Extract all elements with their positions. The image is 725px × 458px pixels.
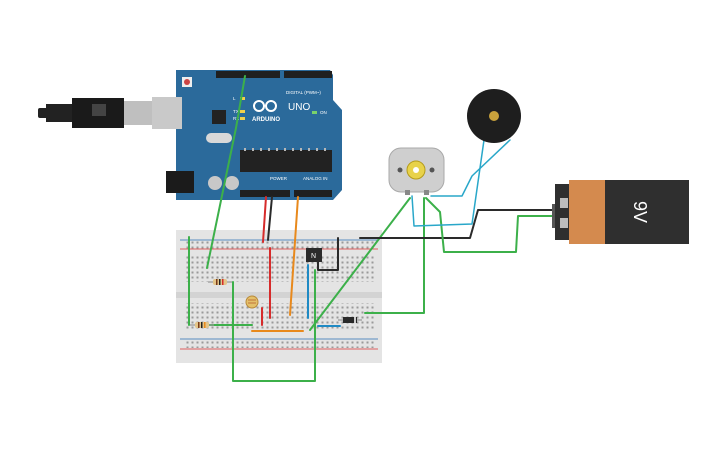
resistor-2[interactable] [190, 322, 214, 328]
microcontroller-chip [240, 150, 332, 172]
analog-header [294, 190, 332, 197]
usb-jack [152, 97, 182, 129]
photoresistor[interactable] [245, 295, 259, 309]
power-header [240, 190, 290, 197]
wire-green-loop[interactable] [232, 269, 316, 382]
battery-9v[interactable]: 9V [552, 180, 689, 244]
wire-black-battery[interactable] [359, 209, 553, 239]
arduino-brand: ARDUINO [252, 117, 280, 123]
resistor-1[interactable] [208, 279, 232, 285]
led-rx-label: RX [233, 116, 239, 121]
wires [188, 75, 553, 382]
arduino-model: UNO [288, 102, 310, 113]
digital-label: DIGITAL (PWM~) [286, 90, 321, 95]
wire-green-diode[interactable] [309, 197, 411, 331]
battery-label: 9V [630, 201, 650, 223]
arduino-logo: ARDUINO [252, 100, 280, 123]
transistor[interactable]: N [306, 248, 322, 262]
wire-black-emitter[interactable] [317, 237, 339, 271]
power-label: POWER [270, 176, 288, 181]
usb-cable [38, 98, 154, 128]
arduino-board[interactable]: DIGITAL (PWM~) POWER ANALOG IN ARDUINO U… [152, 70, 342, 200]
breadboard[interactable] [176, 230, 382, 363]
wire-cyan-buzzer-a[interactable] [411, 139, 485, 227]
transistor-label: N [311, 253, 316, 260]
piezo-buzzer[interactable] [467, 89, 521, 143]
analog-label: ANALOG IN [303, 176, 328, 181]
on-label: ON [320, 110, 327, 115]
wire-red-5v[interactable] [262, 196, 267, 243]
led-l-label: L [233, 96, 236, 101]
led-tx-label: TX [233, 109, 239, 114]
digital-header-right [284, 71, 332, 78]
wire-cyan-buzzer-b[interactable] [430, 139, 511, 197]
dc-motor[interactable] [388, 147, 445, 195]
wire-green-digital[interactable] [206, 75, 246, 269]
wire-orange-a0[interactable] [289, 196, 299, 316]
wire-green-motor[interactable] [364, 197, 425, 314]
power-jack [166, 171, 194, 193]
wire-black-gnd[interactable] [267, 196, 273, 241]
digital-header-left [216, 71, 280, 78]
diode[interactable] [338, 317, 362, 323]
wire-green-battery[interactable] [425, 197, 553, 253]
